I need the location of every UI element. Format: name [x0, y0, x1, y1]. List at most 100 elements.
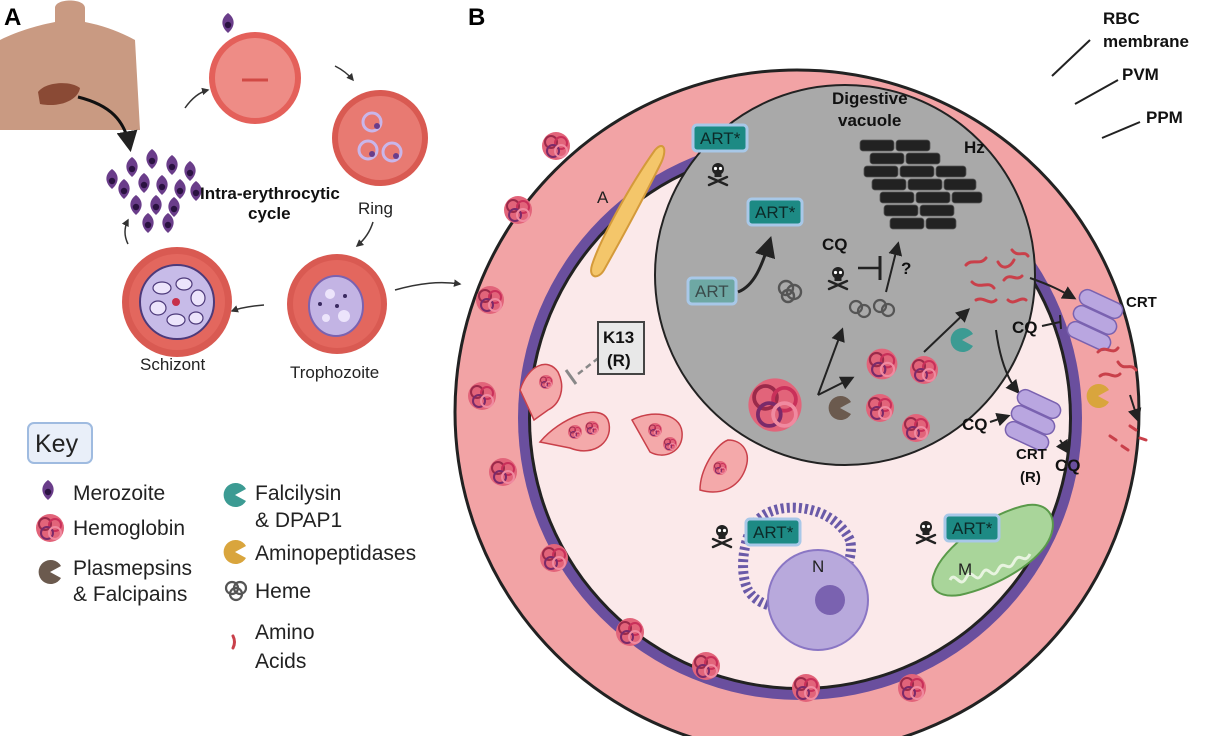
peptide-fragments	[964, 248, 1030, 304]
heme-icon-2	[848, 298, 896, 319]
rbc-membrane-label-1: RBC	[1103, 9, 1140, 28]
key-falcilysin-1: Falcilysin	[255, 482, 341, 505]
question-mark: ?	[901, 259, 911, 278]
art-star-label-2: ART*	[755, 203, 796, 222]
cq-label-dv: CQ	[822, 235, 848, 254]
peptide-to-crt-r-arrow	[995, 329, 1020, 395]
peptide-to-crt-arrow	[1029, 277, 1077, 300]
schizont-cell	[122, 247, 232, 357]
art-label: ART	[695, 282, 729, 301]
merozoite-cluster	[106, 149, 202, 233]
crt-r-label-1: CRT	[1016, 446, 1047, 463]
key-amino-2: Acids	[255, 650, 306, 673]
aminopeptidase-arrow	[1127, 394, 1142, 423]
apicoplast-label: A	[597, 188, 609, 207]
amino-acid-key-icon	[231, 634, 236, 650]
art-star-box-2: ART*	[746, 197, 804, 227]
mitochondrion-label: M	[958, 560, 972, 579]
cycle-title-line2: cycle	[248, 204, 291, 223]
crt-r-efflux-arrow	[1055, 438, 1070, 455]
ring-stage-cell	[332, 90, 428, 186]
art-star-label-mito: ART*	[952, 519, 993, 538]
liver-to-merozoite-arrow	[77, 95, 138, 153]
art-box: ART	[686, 276, 738, 306]
pvm-leader	[1074, 79, 1119, 105]
cytostome-vesicle-3	[630, 413, 683, 456]
hz-label: Hz	[964, 138, 985, 157]
trophozoite-cell	[287, 254, 387, 354]
hemoglobin-in-dv	[746, 376, 804, 434]
pvm-label: PVM	[1122, 65, 1159, 84]
cq-label-crt: CQ	[1012, 318, 1038, 337]
cq-into-crt-r-arrow	[989, 412, 1011, 427]
panel-b-label: B	[468, 4, 485, 31]
hemoglobin-key-icon	[35, 513, 65, 543]
merozoite-key-icon	[42, 480, 54, 500]
art-star-label-nucleus: ART*	[753, 523, 794, 542]
cytostome-vesicle-1	[519, 363, 563, 422]
digestion-arrow-1	[817, 327, 845, 396]
rbc-membrane-leader	[1051, 39, 1091, 77]
trophozoite-to-schizont-arrow	[230, 304, 265, 313]
cycle-title-line1: Intra-erythrocytic	[200, 184, 340, 203]
key-heme: Heme	[255, 580, 311, 603]
crt-label: CRT	[1126, 294, 1157, 311]
falcilysin-key-icon	[223, 483, 246, 507]
merozoite-to-rbc-arrow	[184, 87, 210, 109]
key-falcilysin-2: & DPAP1	[255, 509, 342, 532]
ring-to-trophozoite-arrow	[355, 221, 374, 247]
nucleus-label: N	[812, 557, 824, 576]
heme-key-icon	[224, 580, 248, 602]
rbc-to-ring-arrow	[334, 65, 354, 82]
crt-r-transporter	[1004, 388, 1062, 452]
cq-crt-inhibit	[1041, 321, 1061, 327]
cq-label-crt-r-out: CQ	[1055, 456, 1081, 475]
plasmepsin-key-icon	[38, 560, 61, 584]
key-aminopeptidases: Aminopeptidases	[255, 542, 416, 565]
panel-a-label: A	[4, 4, 21, 31]
art-activation-arrow	[737, 235, 776, 294]
ring-label: Ring	[358, 199, 393, 218]
schizont-to-merozoite-arrow	[121, 218, 129, 245]
trophozoite-label: Trophozoite	[290, 363, 379, 382]
art-star-box-nucleus: ART*	[744, 517, 802, 547]
invaded-rbc	[209, 13, 301, 124]
k13-inhibition-bar	[564, 369, 578, 385]
globin-to-peptide-arrow	[923, 308, 971, 353]
crt-transporter	[1066, 288, 1124, 352]
cytostome-vesicle-4	[699, 439, 749, 493]
heme-icon-1	[777, 279, 803, 304]
key-title: Key	[35, 430, 79, 458]
trophozoite-to-panel-b-arrow	[394, 279, 462, 291]
ppm-label: PPM	[1146, 108, 1183, 127]
art-star-box-mito: ART*	[943, 513, 1001, 543]
cq-crt-inhibit-bar	[1059, 314, 1062, 330]
rbc-membrane-label-2: membrane	[1103, 32, 1189, 51]
peptides-outside	[1096, 346, 1148, 452]
key-plasmepsins-1: Plasmepsins	[73, 557, 192, 580]
aminopeptidase-key-icon	[223, 540, 246, 564]
crt-r-label-2: (R)	[1020, 469, 1041, 486]
art-star-box-1: ART*	[691, 123, 749, 153]
art-star-label-1: ART*	[700, 129, 741, 148]
human-torso-icon	[0, 0, 140, 130]
key-hemoglobin: Hemoglobin	[73, 517, 185, 540]
k13-label-1: K13	[603, 328, 634, 347]
k13-box	[597, 321, 645, 375]
k13-label-2: (R)	[607, 351, 631, 370]
digestion-arrow-2	[817, 376, 855, 396]
key-merozoite: Merozoite	[73, 482, 165, 505]
dv-label-2: vacuole	[838, 111, 901, 130]
heme-to-hz-arrow	[885, 241, 903, 293]
key-amino-1: Amino	[255, 621, 315, 644]
key-legend: Key Merozoite Hemoglobin Plasmepsins & F…	[27, 422, 416, 673]
cq-label-crt-r-in: CQ	[962, 415, 988, 434]
dv-label-1: Digestive	[832, 89, 908, 108]
hemozoin-crystals	[859, 139, 983, 230]
nucleus	[738, 502, 869, 651]
schizont-label: Schizont	[140, 355, 205, 374]
cytostome-vesicle-2	[538, 411, 611, 452]
ppm-leader	[1101, 121, 1141, 139]
apicoplast	[590, 145, 666, 278]
